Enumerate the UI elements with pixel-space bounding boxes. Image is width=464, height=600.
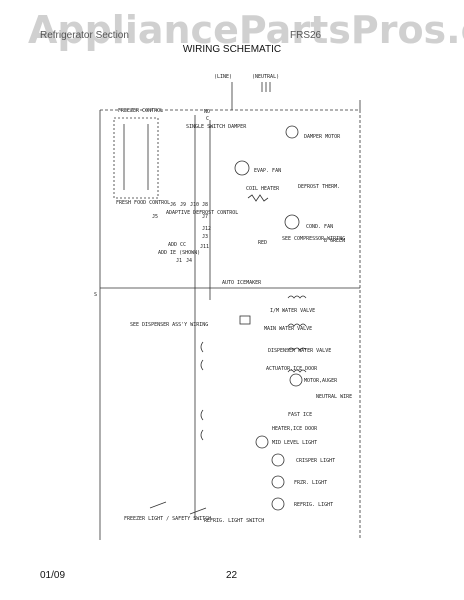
model-number: FRS26 xyxy=(290,30,322,41)
mid-level-light-label: MID LEVEL LIGHT xyxy=(272,440,317,446)
j4-label: J4 xyxy=(186,258,192,264)
j8-label: J8 xyxy=(202,202,208,208)
im-water-valve-label: I/M WATER VALVE xyxy=(270,308,315,314)
no-label: NO xyxy=(204,109,210,115)
red-label: RED xyxy=(258,240,267,246)
neutral-wire-label: NEUTRAL WIRE xyxy=(316,394,352,400)
damper-motor-label: DAMPER MOTOR xyxy=(304,134,341,140)
line-label: (LINE) xyxy=(214,74,232,80)
refrig-light-switch-symbol xyxy=(189,507,207,515)
connector-hooks xyxy=(200,341,204,441)
add-cw-label: ADD IE (SHOWN) xyxy=(158,250,200,256)
motor-auger-label: MOTOR,AUGER xyxy=(304,378,338,384)
coil-heater-symbol xyxy=(247,194,269,202)
footer-date: 01/09 xyxy=(40,570,66,581)
crisper-light-symbol xyxy=(271,453,285,467)
frzr-light-symbol xyxy=(271,475,285,489)
see-compressor-wiring-label: SEE COMPRESSOR WIRING xyxy=(282,236,345,242)
dispenser-water-valve-label: DISPENSER WATER VALVE xyxy=(268,348,331,354)
cond-fan-label: COND. FAN xyxy=(306,224,333,230)
j1-label: J1 xyxy=(176,258,182,264)
adaptive-defrost-control-label: ADAPTIVE DEFROST CONTROL xyxy=(166,210,238,216)
auto-icemaker-label: AUTO ICEMAKER xyxy=(222,280,262,286)
freezer-control-box xyxy=(113,117,159,199)
heater-ice-door-label: HEATER,ICE DOOR xyxy=(272,426,318,432)
single-switch-damper-label: SINGLE SWITCH DAMPER xyxy=(186,124,247,130)
j12-label: J12 xyxy=(202,226,211,232)
page-title: WIRING SCHEMATIC xyxy=(182,44,282,55)
mid-level-light-symbol xyxy=(255,435,269,449)
control-contacts xyxy=(123,124,149,190)
freezer-light-switch-symbol xyxy=(149,501,167,509)
actuator-coil xyxy=(287,369,307,373)
j7-label: J7 xyxy=(202,214,208,220)
freezer-light-safety-switch-label: FREEZER LIGHT / SAFETY SWITCH xyxy=(124,516,211,522)
c-label: C xyxy=(206,116,209,122)
main-water-valve-label: MAIN WATER VALVE xyxy=(264,326,312,332)
defrost-therm-label: DEFROST THERM. xyxy=(298,184,340,190)
j11-label: J11 xyxy=(200,244,209,250)
frzr-light-label: FRZR. LIGHT xyxy=(294,480,327,486)
see-dispenser-label: SEE DISPENSER ASS'Y WIRING xyxy=(130,322,208,328)
im-valve-coil xyxy=(287,295,307,299)
dispenser-valve-coil xyxy=(287,347,307,351)
refrig-light-switch-label: REFRIG. LIGHT SWITCH xyxy=(204,518,264,524)
j10-label: J10 xyxy=(190,202,199,208)
page-number: 22 xyxy=(226,570,238,581)
fast-ice-label: FAST ICE xyxy=(288,412,312,418)
section-header: Refrigerator Section xyxy=(40,30,129,41)
j5-label: J5 xyxy=(152,214,158,220)
j3-label: J3 xyxy=(202,234,208,240)
j9-label: J9 xyxy=(180,202,186,208)
evap-fan-label: EVAP. FAN xyxy=(254,168,281,174)
main-valve-coil xyxy=(287,323,307,327)
cond-fan-symbol xyxy=(284,214,300,230)
s-label: S xyxy=(94,292,97,298)
damper-motor-symbol xyxy=(285,125,299,139)
freezer-control-label: FREEZER CONTROL xyxy=(118,108,163,114)
evap-fan-symbol xyxy=(234,160,250,176)
crisper-light-label: CRISPER LIGHT xyxy=(296,458,335,464)
dispenser-connector xyxy=(239,315,251,325)
fresh-food-control-label: FRESH FOOD CONTROL xyxy=(116,200,170,206)
add-cc-label: ADD CC xyxy=(168,242,186,248)
auger-motor-symbol xyxy=(289,373,303,387)
neutral-tabs xyxy=(261,82,271,92)
refrig-light-symbol xyxy=(271,497,285,511)
neutral-label: (NEUTRAL) xyxy=(252,74,279,80)
refrig-light-label: REFRIG. LIGHT xyxy=(294,502,333,508)
coil-heater-label: COIL HEATER xyxy=(246,186,280,192)
watermark-logo: AppliancePartsPros.com xyxy=(28,8,464,52)
actuator-ice-door-label: ACTUATOR,ICE DOOR xyxy=(266,366,318,372)
j6-label: J6 xyxy=(170,202,176,208)
b-green-label: B GREEN xyxy=(324,238,345,244)
